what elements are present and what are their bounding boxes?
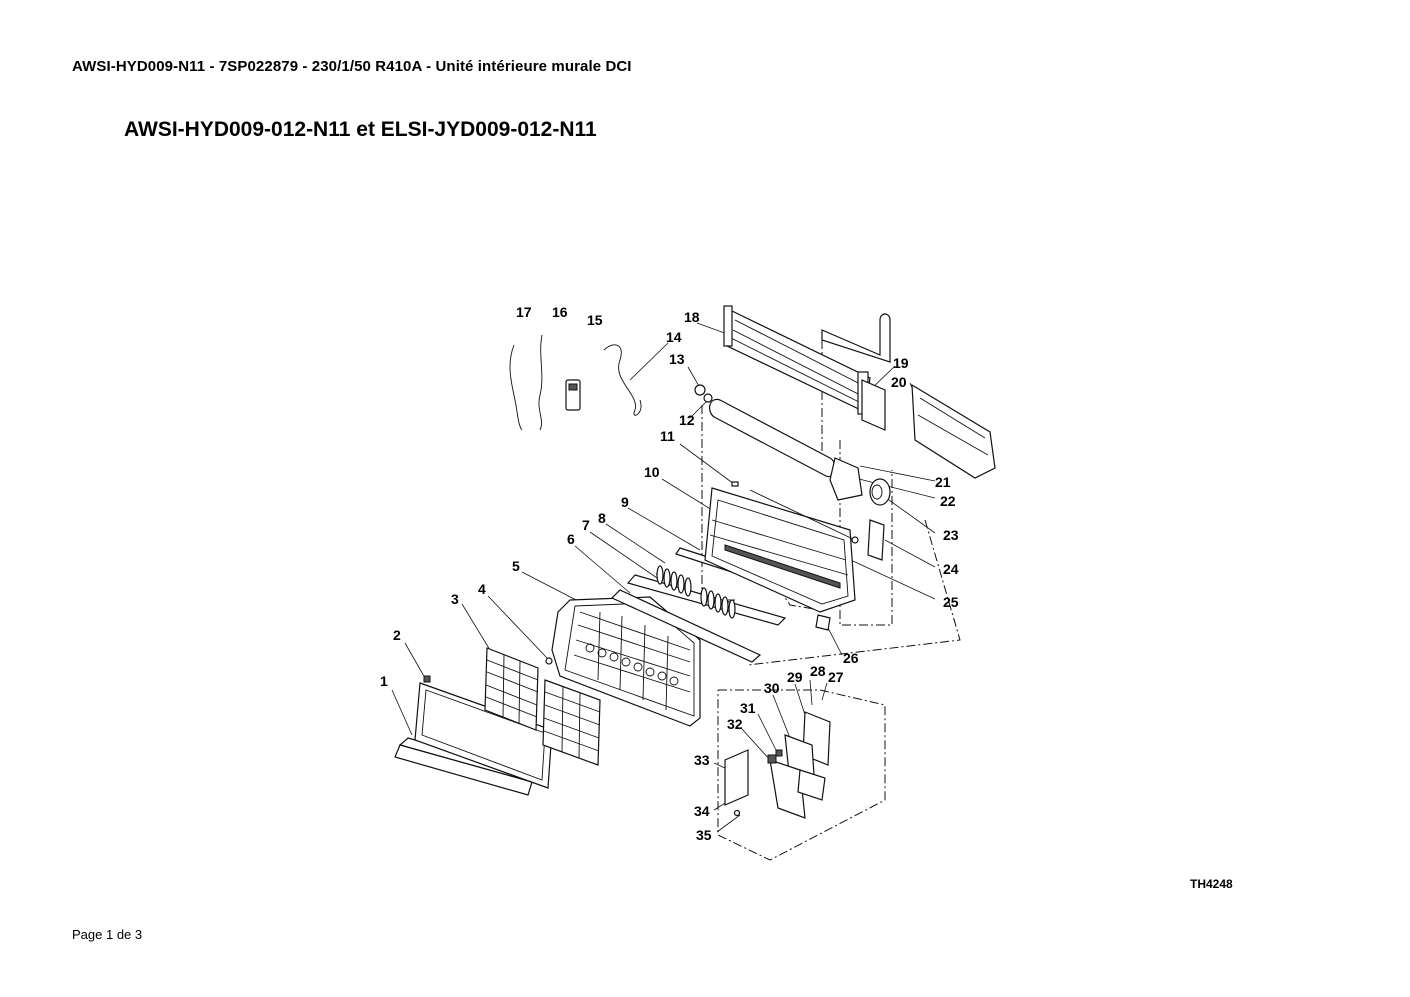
callout-11: 11 [660, 428, 675, 444]
part-8-vertical-vanes [655, 565, 736, 619]
callout-34: 34 [694, 803, 710, 819]
part-27-35-control-box [724, 711, 831, 819]
callout-22: 22 [940, 493, 956, 509]
part-12-13-bearing [694, 384, 713, 403]
callout-25: 25 [943, 594, 959, 610]
cross-flow-fan [709, 398, 836, 478]
part-16-17-sensor-wires [509, 334, 543, 431]
callout-3: 3 [451, 591, 459, 607]
leader-lines [391, 322, 936, 833]
callout-14: 14 [666, 329, 682, 345]
callout-5: 5 [512, 558, 520, 574]
callout-33: 33 [694, 752, 710, 768]
callout-35: 35 [696, 827, 712, 843]
part-26-bracket [815, 614, 831, 631]
page-number: Page 1 de 3 [72, 927, 143, 942]
callout-30: 30 [764, 680, 780, 696]
callout-31: 31 [740, 700, 756, 716]
part-25-shaft [749, 489, 859, 544]
diagram-title: AWSI-HYD009-012-N11 et ELSI-JYD009-012-N… [124, 118, 597, 141]
callout-9: 9 [621, 494, 629, 510]
callout-21: 21 [935, 474, 951, 490]
callout-8: 8 [598, 510, 606, 526]
callout-10: 10 [644, 464, 660, 480]
part-24-side-bracket [867, 519, 885, 561]
callout-32: 32 [727, 716, 743, 732]
part-19-pipe [821, 313, 891, 431]
callout-26: 26 [843, 650, 859, 666]
callout-4: 4 [478, 581, 486, 597]
document-header: AWSI-HYD009-N11 - 7SP022879 - 230/1/50 R… [72, 58, 632, 75]
callout-23: 23 [943, 527, 959, 543]
callout-12: 12 [679, 412, 695, 428]
drawing-code: TH4248 [1190, 877, 1233, 891]
callout-20: 20 [891, 374, 907, 390]
part-23-fan-motor [869, 478, 891, 506]
callout-6: 6 [567, 531, 575, 547]
callout-13: 13 [669, 351, 685, 367]
callout-15: 15 [587, 312, 603, 328]
callout-19: 19 [893, 355, 909, 371]
callout-29: 29 [787, 669, 803, 685]
callout-18: 18 [684, 309, 700, 325]
part-14-cable [603, 344, 642, 416]
part-10-chassis [704, 487, 856, 613]
part-18-evaporator [723, 305, 871, 415]
callout-27: 27 [828, 669, 844, 685]
part-15-remote-control [565, 379, 581, 411]
callout-16: 16 [552, 304, 568, 320]
callout-7: 7 [582, 517, 590, 533]
callout-2: 2 [393, 627, 401, 643]
part-11-clip [731, 481, 739, 487]
part-21-22-motor-bracket [829, 457, 863, 501]
callout-28: 28 [810, 663, 826, 679]
grille-vent-holes [585, 643, 679, 686]
callout-labels: 1 2 3 4 5 6 7 8 9 10 11 12 13 14 15 16 1… [380, 304, 959, 843]
part-3-air-filters [484, 647, 601, 766]
part-4-screw [545, 657, 553, 665]
callout-17: 17 [516, 304, 532, 320]
callout-24: 24 [943, 561, 959, 577]
callout-1: 1 [380, 673, 388, 689]
part-20-mounting-plate [911, 383, 996, 479]
